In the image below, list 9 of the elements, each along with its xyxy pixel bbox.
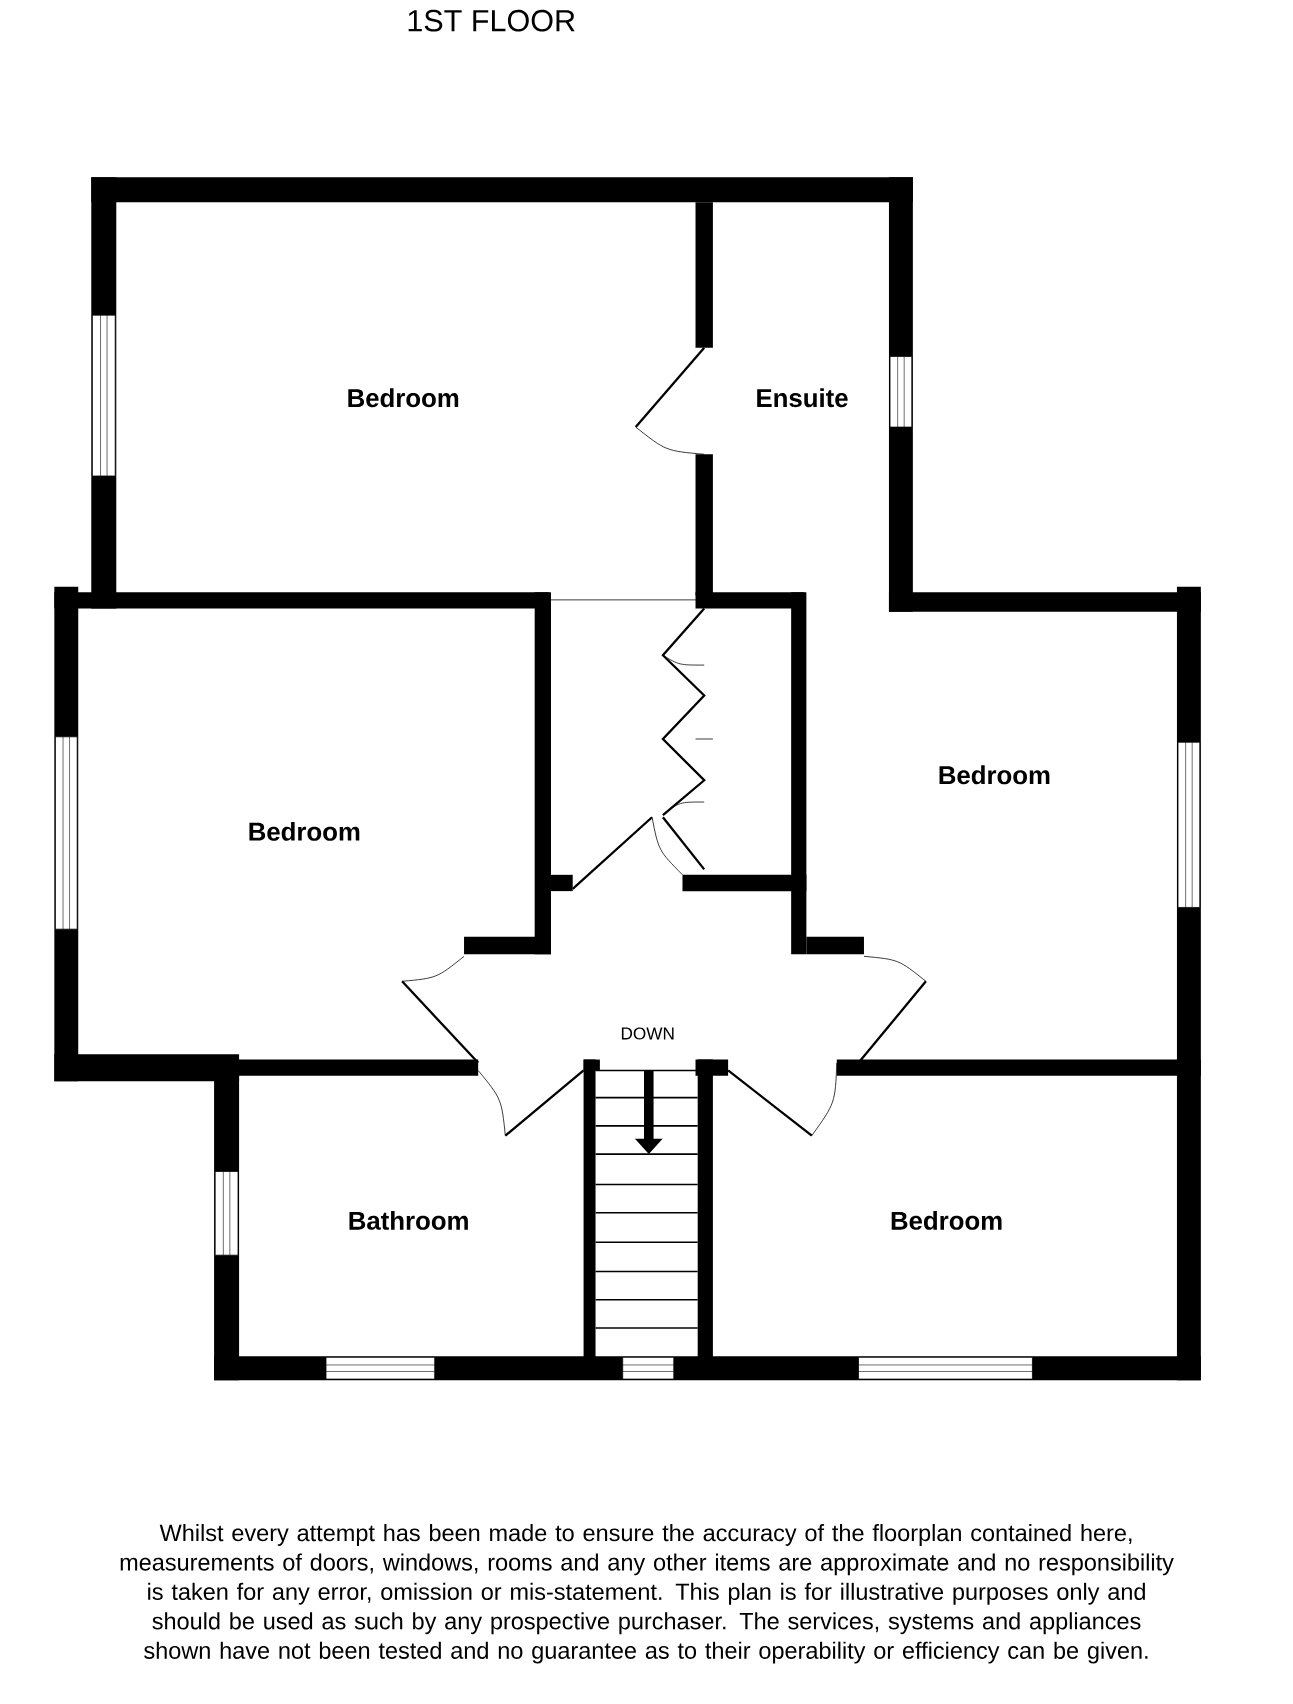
room-label: Bedroom [891,1210,1002,1230]
room-label: Bedroom [348,388,459,408]
room-label: Ensuite [757,388,848,408]
title: 1ST FLOOR [408,9,575,32]
room-label: Bedroom [939,765,1050,785]
disclaimer: Whilst every attempt has been made to ensure the accuracy of the floorplan contained here, measurements of doors, windows, rooms and any other items are approximate and no responsibility is taken for any error, omission or mis-statement. This plan is for illustrative purposes only and should be used as such by any prospective purchaser. The services, systems and appliances shown have not been tested and no guarantee as to their operability or efficiency can be given. [120,1524,1174,1664]
room-label: Bathroom [349,1210,468,1230]
room-label: Bedroom [249,821,360,841]
stair-label: DOWN [621,1027,674,1040]
